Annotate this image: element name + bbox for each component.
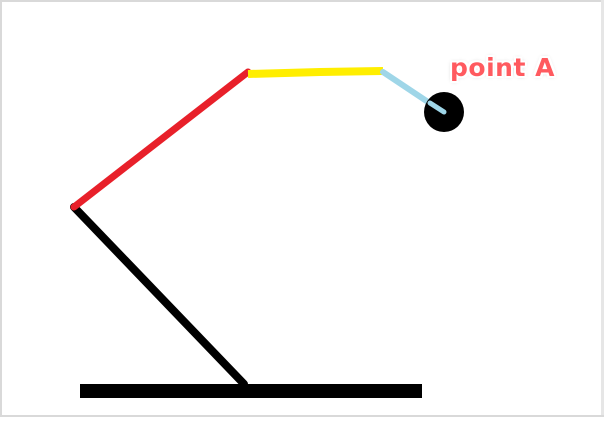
point-a-label: point A	[450, 53, 555, 82]
arm-segment-1	[70, 203, 248, 388]
frame-edge-top	[0, 0, 604, 2]
base-bar	[80, 384, 422, 398]
arm-segment-3	[247, 67, 384, 78]
frame-edge-left	[0, 0, 2, 417]
frame-edge-right	[601, 0, 604, 417]
arm-segment-2	[70, 68, 252, 211]
frame-edge-bottom	[0, 415, 604, 417]
arm-segment-4-tip	[427, 100, 447, 115]
